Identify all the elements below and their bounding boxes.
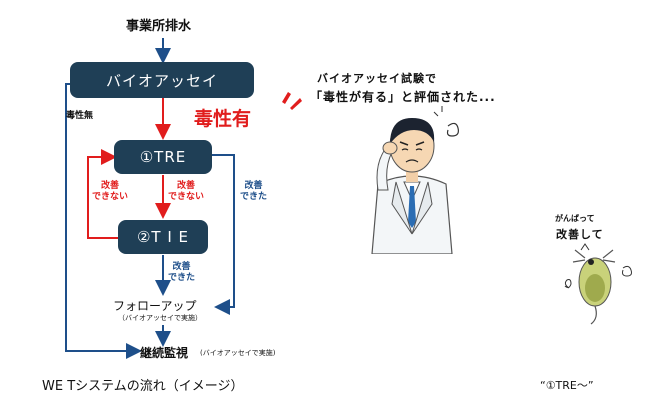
tie-box: ②T I E (118, 220, 208, 254)
speech-line-2: 「毒性が有る」と評価された... (310, 90, 496, 104)
improved-right-label: 改善できた (240, 181, 268, 202)
wastewater-label: 事業所排水 (126, 19, 192, 34)
monitoring-note: (バイオアッセイで実施) (200, 349, 276, 357)
tre-bottom-caption: “①TRE～” (540, 379, 594, 392)
speech-line-1: バイオアッセイ試験で (317, 72, 437, 85)
alert-marks-icon (282, 92, 302, 110)
improve-failed-left-label: 改善できない (92, 181, 129, 202)
tre-box: ①TRE (114, 140, 212, 174)
water-flea-icon (564, 243, 632, 325)
cheer-line-2: 改善して (556, 228, 604, 241)
improve-failed-center-label: 改善できない (168, 181, 205, 202)
no-toxicity-label: 毒性無 (66, 111, 94, 121)
bioassay-box: バイオアッセイ (70, 62, 254, 98)
diagram-caption: WE Tシステムの流れ（イメージ） (42, 379, 244, 394)
follow-up-label: フォローアップ (113, 299, 197, 313)
arrow-tie-loop-to-tre (87, 149, 118, 239)
toxicity-found-label: 毒性有 (194, 108, 252, 130)
worried-scientist-icon (371, 106, 459, 254)
cheer-line-1: がんばって (555, 214, 595, 223)
improved-lower-label: 改善できた (168, 262, 196, 283)
arrow-tre-to-followup (212, 154, 235, 315)
monitoring-label: 継続監視 (140, 346, 189, 360)
follow-up-note: （バイオアッセイで実施） (118, 314, 202, 322)
arrow-bioassay-to-monitoring (65, 83, 142, 359)
